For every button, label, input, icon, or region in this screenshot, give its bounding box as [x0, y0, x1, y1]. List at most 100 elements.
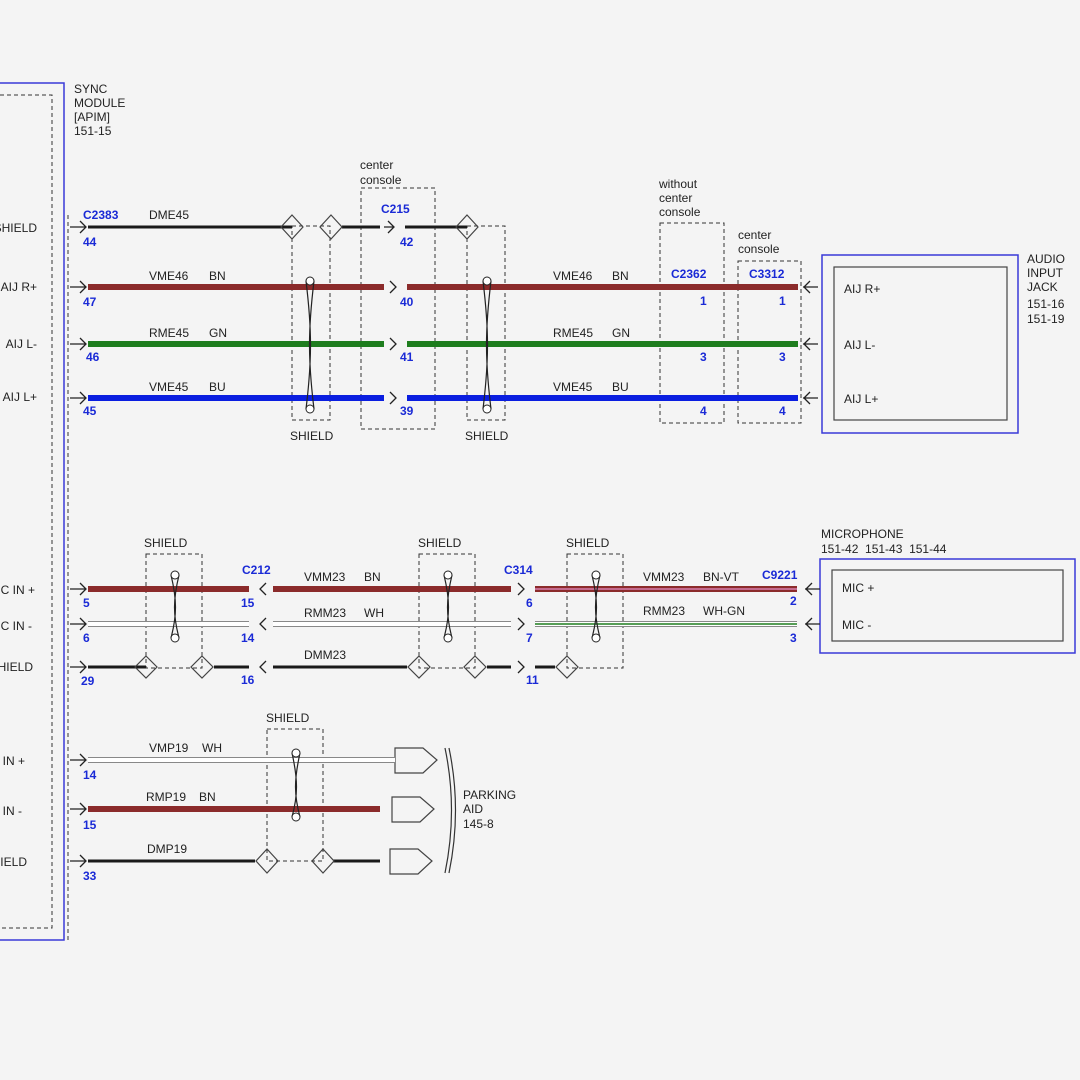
connector-c212: C212	[242, 563, 271, 577]
shield-label: SHIELD	[465, 429, 509, 443]
wire-color-code: WH	[364, 606, 384, 620]
pin-arrow	[70, 854, 87, 868]
wire-color-code: BN	[209, 269, 226, 283]
microphone-pin-label: MIC -	[842, 618, 871, 632]
sync-module-name-4: 151-15	[74, 124, 112, 138]
jack-arrow	[803, 391, 818, 405]
sync-module-border	[0, 82, 65, 941]
connector-c314: C314	[504, 563, 533, 577]
shield-box	[418, 553, 476, 669]
sync-pin-label: AIJ L-	[6, 337, 37, 351]
audio-jack-name-2: INPUT	[1027, 266, 1064, 280]
audio-jack-pin-label: AIJ L+	[844, 392, 878, 406]
shield-label: SHIELD	[266, 711, 310, 725]
twist-marker-end	[591, 633, 601, 643]
pin-number: 6	[83, 631, 90, 645]
wires	[88, 225, 798, 863]
sync-pin-label: AIJ R+	[1, 280, 37, 294]
audio-jack-border	[821, 254, 1019, 434]
circuit-label: RMP19	[146, 790, 186, 804]
wire-color-code: GN	[209, 326, 227, 340]
pin-arrow	[70, 391, 87, 405]
note-without-center-console: without	[658, 177, 698, 191]
c215-box	[360, 187, 436, 430]
pin-number: 2	[790, 594, 797, 608]
microphone-module: MIC + MIC - MICROPHONE 151-42 151-43 151…	[819, 527, 1076, 654]
jack-arrow	[803, 280, 818, 294]
c314-arrow	[517, 582, 525, 596]
pin-number: 11	[526, 673, 539, 687]
twisted-pair-markers	[170, 276, 601, 822]
connector-c2362: C2362	[671, 267, 707, 281]
shield-box	[266, 728, 324, 862]
pin-number: 41	[400, 350, 414, 364]
note-center-console: center	[738, 228, 771, 242]
shield-label: SHIELD	[144, 536, 188, 550]
shield-splice-diamond	[311, 848, 335, 874]
microphone-pin-label: MIC +	[842, 581, 874, 595]
pin-number: 14	[83, 768, 97, 782]
pin-number: 4	[779, 404, 786, 418]
c314-arrow	[517, 617, 525, 631]
parking-aid-name-1: PARKING	[463, 788, 516, 802]
twist-marker-end	[305, 404, 315, 414]
pin-arrow	[70, 660, 87, 674]
mic-arrow	[805, 582, 820, 596]
circuit-label: VME45	[553, 380, 593, 394]
pin-number: 29	[81, 674, 95, 688]
wire-color-code: BN	[612, 269, 629, 283]
c212-arrow	[259, 582, 267, 596]
pin-number: 6	[526, 596, 533, 610]
circuit-label: DMP19	[147, 842, 187, 856]
c215-arrow	[389, 280, 397, 294]
microphone-border	[819, 558, 1076, 654]
pin-number: 1	[779, 294, 786, 308]
pin-number: 3	[700, 350, 707, 364]
wire-color-code: GN	[612, 326, 630, 340]
audio-input-jack: AIJ R+ AIJ L- AIJ L+ AUDIO INPUT JACK 15…	[821, 252, 1065, 434]
audio-jack-name-3: JACK	[1027, 280, 1058, 294]
parking-aid-name-2: AID	[463, 802, 483, 816]
pin-number: 47	[83, 295, 97, 309]
c215-arrow	[384, 220, 395, 234]
twist-marker-end	[443, 633, 453, 643]
twist-marker	[443, 574, 453, 639]
sync-pin-label: SHIELD	[0, 221, 37, 235]
audio-jack-name-5: 151-19	[1027, 312, 1065, 326]
sync-pin-label: SHIELD	[0, 660, 33, 674]
twist-marker-end	[305, 276, 315, 286]
jack-arrow	[803, 337, 818, 351]
pin-number: 5	[83, 596, 90, 610]
twist-marker-end	[170, 570, 180, 580]
circuit-label: DMM23	[304, 648, 346, 662]
sync-pin-label: MIC IN -	[0, 619, 32, 633]
circuit-label: RMM23	[643, 604, 685, 618]
pin-number: 1	[700, 294, 707, 308]
connector-labels: C2383 C215 C2362 C3312 C212 C314 C9221	[83, 202, 798, 582]
pin-number: 14	[241, 631, 255, 645]
pin-arrow	[70, 280, 87, 294]
shield-splice-diamond	[190, 655, 214, 679]
wire-color-code: WH	[202, 741, 222, 755]
shield-splice-diamond	[455, 214, 479, 240]
pin-number: 46	[86, 350, 100, 364]
twist-marker-end	[291, 812, 301, 822]
note-without-center-console: center	[659, 191, 692, 205]
shield-box	[145, 553, 203, 669]
note-center-console: console	[738, 242, 780, 256]
sync-pin-label: MIC IN +	[0, 583, 35, 597]
sync-pin-label: SHIELD	[0, 855, 27, 869]
twist-marker-end	[291, 748, 301, 758]
audio-jack-pin-label: AIJ L-	[844, 338, 875, 352]
pin-arrow	[70, 753, 87, 767]
sync-module-inner-border	[0, 94, 53, 929]
parking-aid-terminal	[394, 747, 438, 774]
pin-number: 45	[83, 404, 97, 418]
sync-module-name-3: [APIM]	[74, 110, 110, 124]
c212-arrow	[259, 660, 267, 674]
sync-pin-label: IN +	[3, 754, 25, 768]
sync-pin-label: IN -	[3, 804, 22, 818]
note-center-console: console	[360, 173, 402, 187]
parking-aid-terminal	[389, 848, 433, 875]
audio-jack-inner	[833, 266, 1008, 421]
